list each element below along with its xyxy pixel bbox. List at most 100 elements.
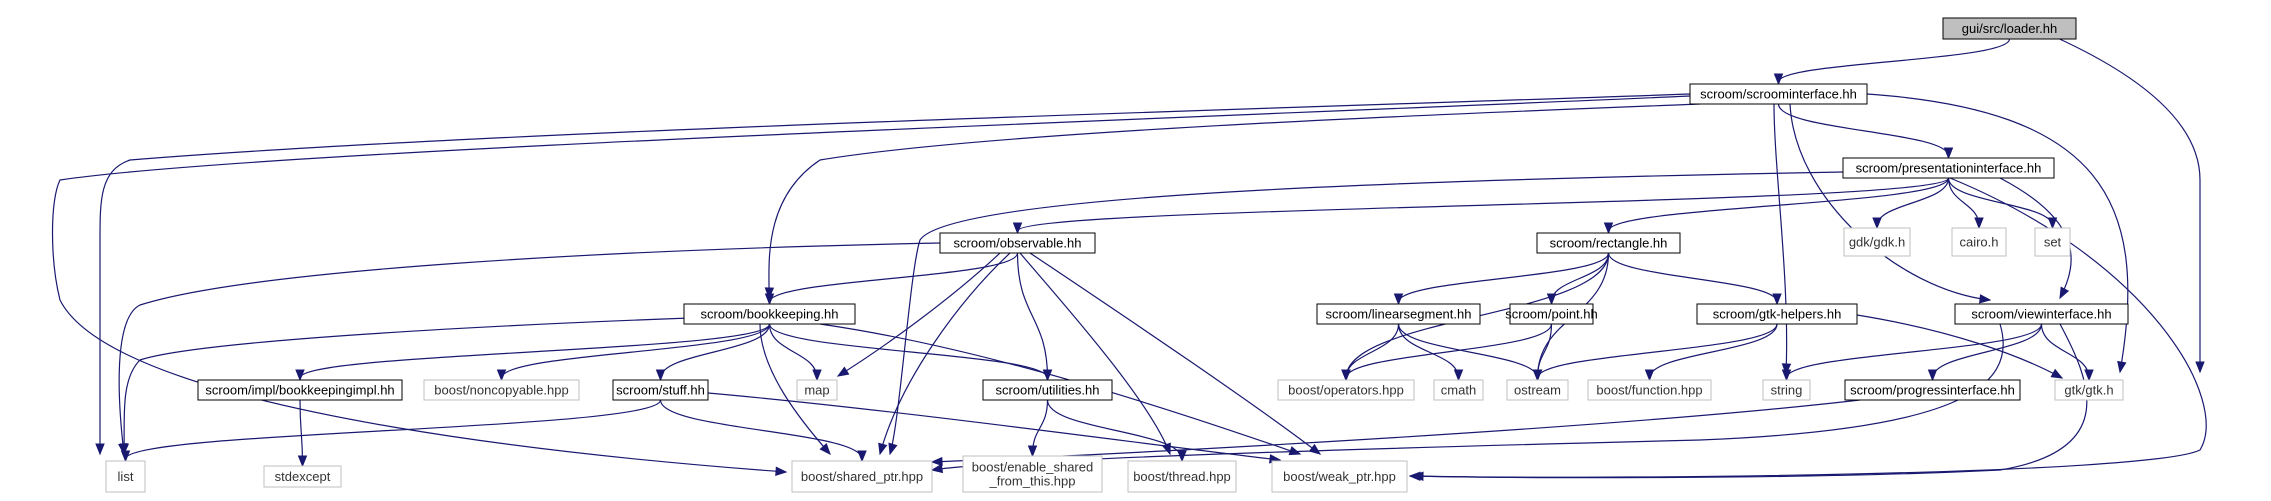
node-progressinterface[interactable]: scroom/progressinterface.hh — [1844, 379, 2021, 401]
node-presentationinterface[interactable]: scroom/presentationinterface.hh — [1842, 157, 2055, 179]
node-linearsegment[interactable]: scroom/linearsegment.hh — [1316, 303, 1481, 325]
node-gdk: gdk/gdk.h — [1843, 227, 1911, 257]
node-label: map — [804, 383, 829, 398]
edge-presentationinterface-to-observable — [1012, 177, 1950, 235]
edge-utilities-to-thread — [1046, 399, 1187, 463]
edge-rectangle-to-gtkhelpers — [1607, 252, 1782, 306]
edge-viewinterface-to-string — [1781, 323, 2043, 382]
node-loader[interactable]: gui/src/loader.hh — [1942, 17, 2077, 40]
node-label: boost/weak_ptr.hpp — [1283, 469, 1396, 484]
edge-stuff-to-weak_ptr — [707, 392, 1282, 464]
node-label: boost/noncopyable.hpp — [434, 383, 568, 398]
node-label: gui/src/loader.hh — [1962, 21, 2057, 36]
node-stdexcept: stdexcept — [263, 465, 342, 488]
edge-presentationinterface-to-weak_ptr — [1411, 177, 2207, 481]
node-function: boost/function.hpp — [1587, 379, 1712, 401]
node-label: gdk/gdk.h — [1849, 235, 1905, 250]
edge-linearsegment-to-cmath — [1397, 323, 1464, 382]
node-label: boost/shared_ptr.hpp — [801, 469, 923, 484]
edge-bookkeeping-to-stuff — [655, 323, 771, 382]
edge-presentationinterface-to-rectangle — [1603, 177, 1950, 235]
nodes-layer: gui/src/loader.hh scroom/scroominterface.… — [105, 17, 2129, 493]
node-label: ostream — [1514, 383, 1561, 398]
node-bookkeepingimpl[interactable]: scroom/impl/bookkeepingimpl.hh — [197, 379, 403, 401]
node-point[interactable]: scroom/point.hh — [1505, 303, 1598, 325]
node-label: list — [118, 469, 134, 484]
node-observable[interactable]: scroom/observable.hh — [939, 232, 1096, 254]
node-operators: boost/operators.hpp — [1277, 379, 1415, 401]
edge-loader-to-scroominterface — [1773, 38, 2011, 86]
edge-bookkeeping-to-utilities — [768, 323, 1053, 382]
node-cairo: cairo.h — [1951, 227, 2007, 257]
edge-gtkhelpers-to-gtk — [1856, 314, 2064, 379]
node-gtk: gtk/gtk.h — [2054, 379, 2124, 401]
node-cmath: cmath — [1433, 379, 1484, 401]
node-enable_shared: boost/enable_shared_from_this.hpp — [962, 455, 1103, 493]
node-label: scroom/utilities.hh — [995, 383, 1099, 398]
node-noncopyable: boost/noncopyable.hpp — [423, 379, 580, 401]
edges-layer — [51, 28, 2207, 481]
node-label: boost/enable_shared — [972, 460, 1093, 475]
edge-bookkeeping-to-noncopyable — [496, 323, 771, 382]
node-label: scroom/linearsegment.hh — [1326, 307, 1472, 322]
node-label: boost/thread.hpp — [1133, 469, 1231, 484]
node-shared_ptr: boost/shared_ptr.hpp — [791, 460, 933, 493]
node-label: scroom/impl/bookkeepingimpl.hh — [205, 383, 394, 398]
node-set: set — [2034, 227, 2071, 257]
node-ostream: ostream — [1506, 379, 1569, 401]
edge-gtkhelpers-to-function — [1644, 323, 1778, 382]
edge-stuff-to-shared_ptr — [659, 399, 867, 463]
edge-viewinterface-to-gtk — [2040, 323, 2094, 382]
node-list: list — [105, 460, 146, 493]
edge-observable-to-map — [836, 252, 1001, 377]
node-label: scroom/observable.hh — [954, 236, 1082, 251]
node-label: scroom/scroominterface.hh — [1700, 87, 1857, 102]
edge-observable-to-utilities — [1016, 252, 1053, 382]
edge-bookkeeping-to-bookkeepingimpl — [295, 323, 771, 382]
edge-stuff-to-list — [120, 399, 662, 463]
node-label: scroom/bookkeeping.hh — [700, 307, 838, 322]
node-scroominterface[interactable]: scroom/scroominterface.hh — [1689, 83, 1868, 105]
node-label: cairo.h — [1959, 235, 1998, 250]
node-gtkhelpers[interactable]: scroom/gtk-helpers.hh — [1696, 303, 1858, 325]
edge-scroominterface-to-string — [1773, 103, 1792, 376]
edge-observable-to-weak_ptr — [1029, 252, 1322, 455]
node-label: scroom/viewinterface.hh — [1971, 307, 2111, 322]
edge-bookkeepingimpl-to-stdexcept — [297, 399, 308, 468]
node-label: scroom/gtk-helpers.hh — [1713, 307, 1842, 322]
node-viewinterface[interactable]: scroom/viewinterface.hh — [1954, 303, 2129, 325]
edge-scroominterface-to-list — [95, 93, 1691, 456]
node-label: scroom/presentationinterface.hh — [1856, 161, 2042, 176]
node-label: set — [2044, 235, 2062, 250]
edge-scroominterface-to-shared_ptr — [51, 95, 1691, 476]
edge-presentationinterface-to-shared_ptr — [888, 171, 1844, 456]
edge-scroominterface-to-viewinterface — [1789, 103, 1992, 304]
edge-bookkeeping-to-list — [119, 317, 691, 456]
edge-scroominterface-to-bookkeeping — [764, 103, 1701, 300]
node-stuff[interactable]: scroom/stuff.hh — [612, 379, 709, 401]
node-thread: boost/thread.hpp — [1127, 460, 1237, 493]
edge-bookkeeping-to-map — [768, 323, 822, 382]
node-label: _from_this.hpp — [989, 474, 1076, 489]
node-label: stdexcept — [275, 469, 331, 484]
node-label: string — [1771, 383, 1803, 398]
node-label: scroom/stuff.hh — [616, 383, 705, 398]
node-rectangle[interactable]: scroom/rectangle.hh — [1536, 232, 1681, 254]
node-label: scroom/progressinterface.hh — [1850, 383, 2015, 398]
edge-rectangle-to-linearsegment — [1393, 252, 1610, 306]
edge-scroominterface-to-presentationinterface — [1777, 103, 1954, 160]
edge-observable-to-bookkeeping — [764, 252, 1019, 306]
node-label: scroom/rectangle.hh — [1550, 236, 1668, 251]
edge-point-to-operators — [1341, 323, 1553, 382]
edge-linearsegment-to-ostream — [1397, 323, 1543, 382]
node-string: string — [1762, 379, 1811, 401]
edge-gtkhelpers-to-ostream — [1532, 323, 1778, 382]
node-bookkeeping[interactable]: scroom/bookkeeping.hh — [683, 303, 856, 325]
node-utilities[interactable]: scroom/utilities.hh — [982, 379, 1113, 401]
edge-loader-to-gtk — [2036, 28, 2205, 374]
node-label: cmath — [1441, 383, 1476, 398]
node-label: boost/function.hpp — [1596, 383, 1702, 398]
edge-rectangle-to-point — [1546, 252, 1610, 306]
node-label: boost/operators.hpp — [1288, 383, 1404, 398]
